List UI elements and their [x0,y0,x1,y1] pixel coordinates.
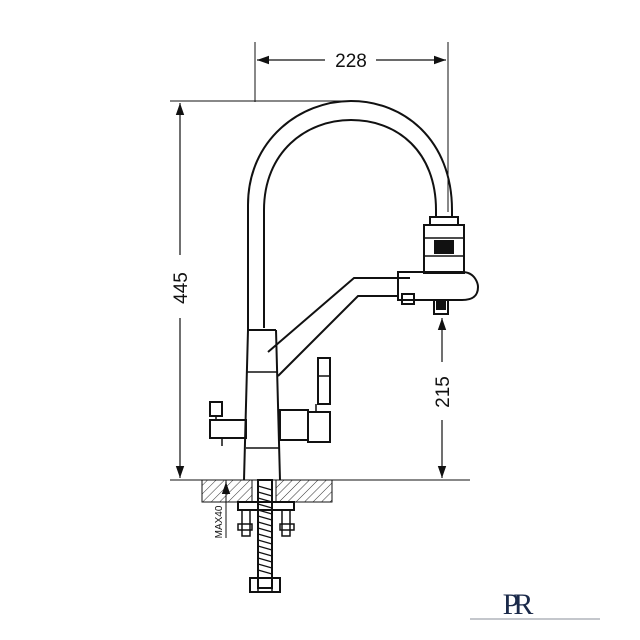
height-dimension: 445 [170,100,470,481]
mounting-hardware [237,479,295,593]
spout-outer-curve [247,99,453,330]
spout-height-dimension-label: 215 [433,376,454,408]
max-thickness-label: MAX40 [214,505,225,538]
threaded-rod-thread [257,485,273,575]
left-handle [209,401,247,446]
max-thickness-dimension: MAX40 [214,480,231,538]
spout-inner-curve [263,118,437,328]
height-dimension-label: 445 [171,272,192,304]
filtered-water-spout [267,271,480,377]
width-dimension-label: 228 [335,51,367,72]
spray-head [423,216,465,274]
brand-logo: PR [470,588,600,621]
brand-logo-text: PR [503,588,534,621]
countertop-right [275,479,333,503]
faucet-body [243,329,281,481]
width-dimension: 228 [254,42,449,212]
right-handle [279,357,331,443]
spout-height-dimension: 215 [433,318,454,478]
countertop-left [201,479,253,503]
faucet [209,99,480,481]
countertop [201,479,333,503]
